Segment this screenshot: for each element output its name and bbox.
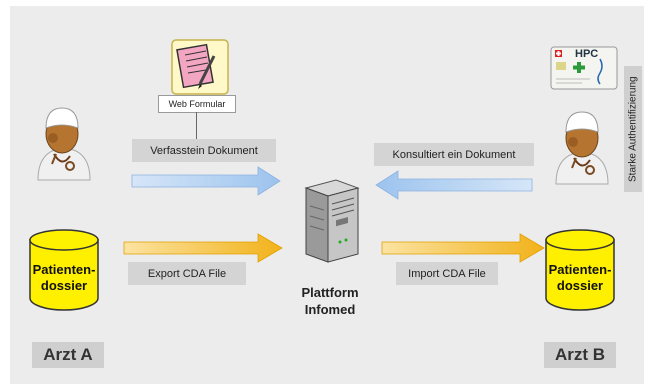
web-form-caption: Web Formular <box>158 95 236 113</box>
database-right-icon <box>545 229 615 311</box>
database-left-label: Patienten- dossier <box>28 262 100 294</box>
database-left-line2: dossier <box>40 278 88 293</box>
database-right-line2: dossier <box>556 278 604 293</box>
platform-label-line2: Infomed <box>304 302 356 317</box>
actor-label-arzt-a: Arzt A <box>32 342 104 368</box>
flow-label-authors-document: Verfasstein Dokument <box>132 139 276 162</box>
arrow-blue-to-platform <box>131 166 281 196</box>
doctor-b-icon <box>555 111 609 185</box>
flow-label-import-cda: Import CDA File <box>396 262 498 285</box>
database-left-icon <box>29 229 99 311</box>
server-icon <box>304 179 360 263</box>
database-right-label: Patienten- dossier <box>544 262 616 294</box>
arrow-orange-import <box>381 233 545 263</box>
web-form-connector <box>196 112 197 142</box>
database-left-line1: Patienten- <box>32 262 96 277</box>
diagram-canvas: Web Formular HPC Starke Authentifizierun… <box>10 6 644 384</box>
arrow-orange-export <box>123 233 283 263</box>
actor-label-arzt-b: Arzt B <box>544 342 616 368</box>
database-right-line1: Patienten- <box>548 262 612 277</box>
arrow-blue-from-platform <box>375 170 533 200</box>
doctor-a-icon <box>37 107 91 181</box>
hpc-card-icon <box>550 46 618 90</box>
flow-label-consults-document: Konsultiert ein Dokument <box>374 143 534 166</box>
platform-label-line1: Plattform <box>301 285 359 300</box>
web-form-icon <box>171 39 229 95</box>
platform-label: Plattform Infomed <box>278 284 382 318</box>
strong-authentication-label: Starke Authentifizierung <box>624 66 642 192</box>
flow-label-export-cda: Export CDA File <box>128 262 246 285</box>
hpc-card-label: HPC <box>575 48 599 60</box>
